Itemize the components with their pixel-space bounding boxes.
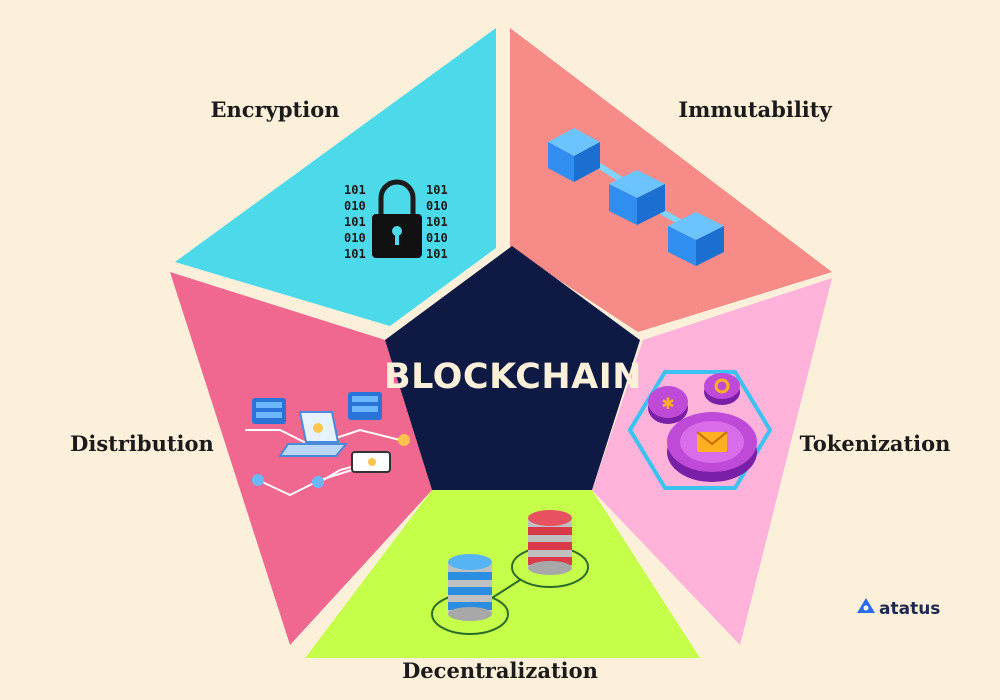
label-immutability: Immutability	[678, 97, 832, 122]
database-nodes-icon	[431, 510, 589, 635]
segment-immutability	[510, 28, 832, 332]
binary-right-1: 010	[426, 199, 448, 213]
binary-right-3: 010	[426, 231, 448, 245]
binary-right-0: 101	[426, 183, 448, 197]
binary-left-3: 010	[344, 231, 366, 245]
segment-encryption	[175, 28, 496, 326]
svg-text:✱: ✱	[661, 394, 674, 413]
linked-blocks-icon	[548, 128, 724, 266]
token-coins-icon: ✱	[627, 370, 773, 490]
label-distribution: Distribution	[70, 431, 214, 456]
brand-logo: atatus	[857, 598, 940, 619]
binary-left-1: 010	[344, 199, 366, 213]
binary-right-4: 101	[426, 247, 448, 261]
center-pentagon	[385, 246, 640, 490]
brand-name: atatus	[879, 599, 940, 619]
binary-left-4: 101	[344, 247, 366, 261]
segment-distribution	[170, 272, 432, 645]
binary-right-2: 101	[426, 215, 448, 229]
label-decentralization: Decentralization	[402, 658, 598, 683]
network-devices-icon	[245, 392, 410, 497]
binary-left-2: 101	[344, 215, 366, 229]
label-tokenization: Tokenization	[800, 431, 951, 456]
label-encryption: Encryption	[211, 97, 340, 122]
padlock-binary-icon: 101 010 101 010 101 101 010 101 010 101	[344, 179, 448, 261]
segment-decentralization	[305, 490, 700, 658]
binary-left-0: 101	[344, 183, 366, 197]
center-title: BLOCKCHAIN	[384, 357, 642, 397]
